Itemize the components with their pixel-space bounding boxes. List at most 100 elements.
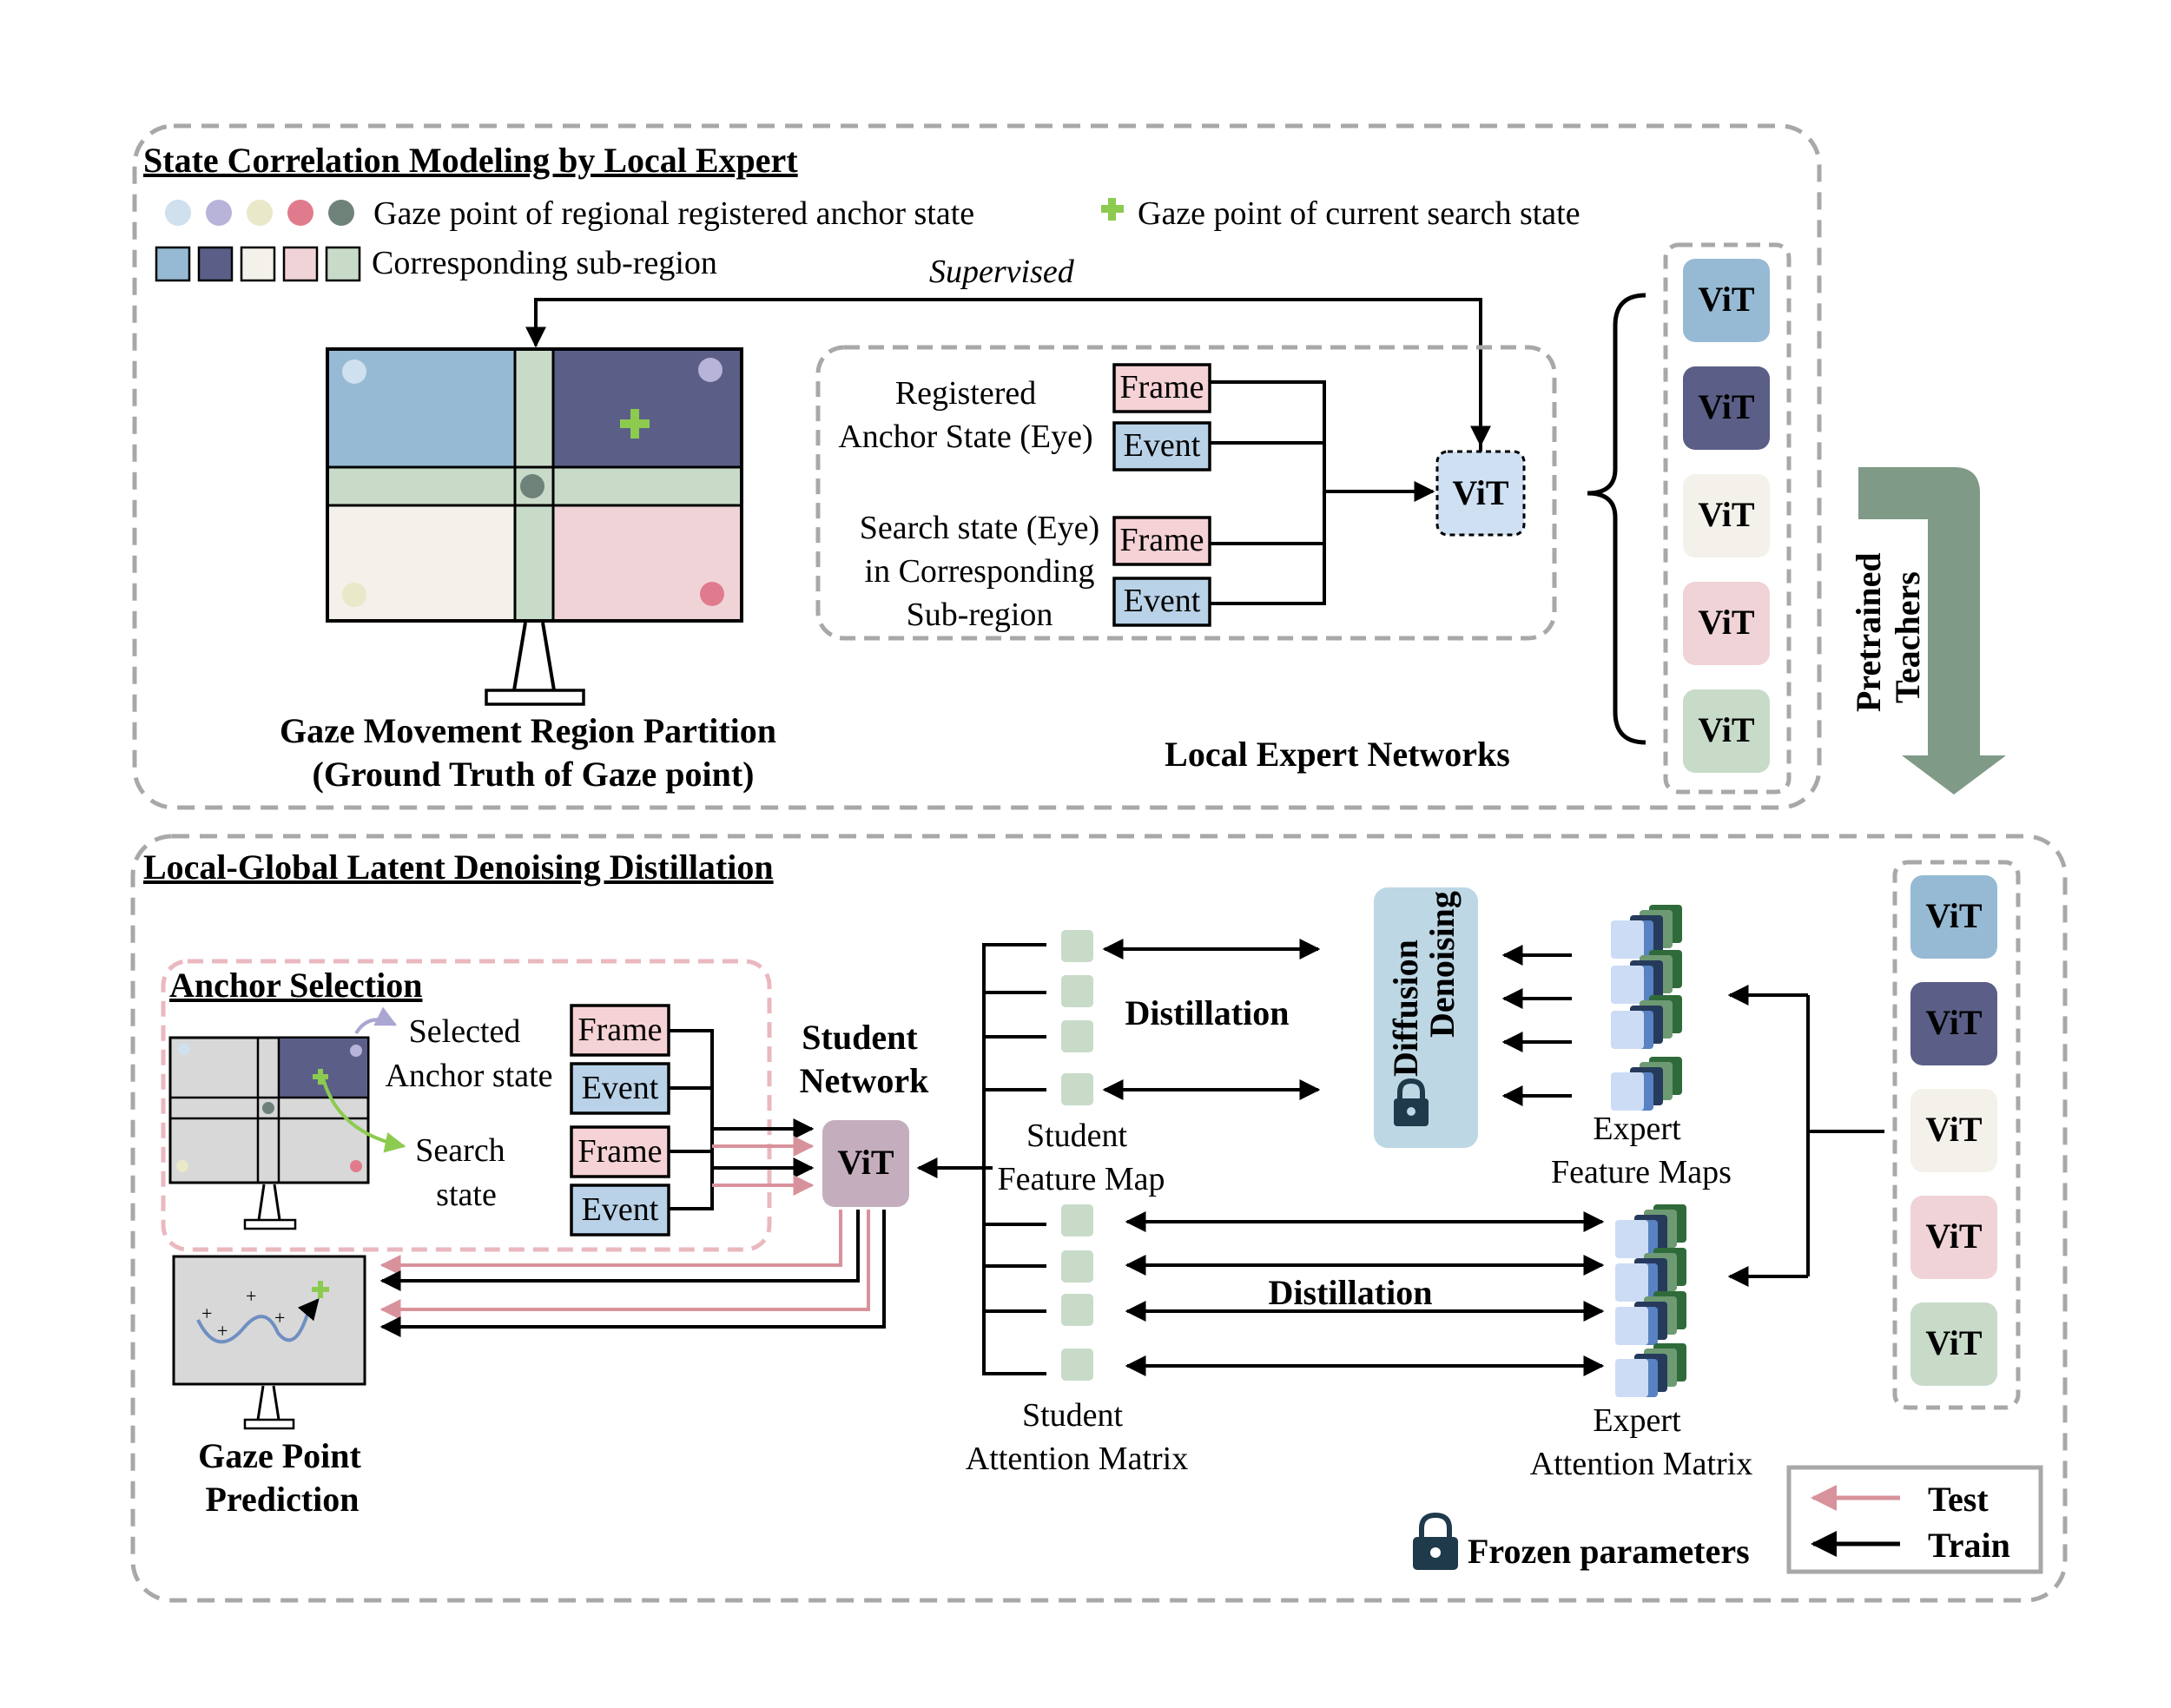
student-fm-label-2: Feature Map bbox=[997, 1161, 1165, 1197]
attention-distill-arrows bbox=[1125, 1211, 1605, 1376]
diffusion-label-2: Denoising bbox=[1422, 891, 1462, 1038]
teacher-vit-1-label: ViT bbox=[1698, 280, 1755, 319]
event-box-4 bbox=[570, 1184, 670, 1236]
student-am-label-2: Attention Matrix bbox=[966, 1441, 1188, 1477]
partition-caption-1: Gaze Movement Region Partition bbox=[280, 711, 776, 750]
anchor-gaze-legend bbox=[165, 200, 354, 226]
selected-curve-arrow bbox=[354, 1006, 398, 1035]
teacher-vit-6 bbox=[1910, 875, 1997, 959]
teacher-vit-2 bbox=[1683, 366, 1770, 450]
legend-subregion-text: Corresponding sub-region bbox=[372, 245, 717, 281]
student-network-label-2: Network bbox=[800, 1061, 930, 1100]
svg-text:+: + bbox=[274, 1307, 285, 1329]
teacher-vit-3 bbox=[1683, 474, 1770, 557]
legend-sq-pink bbox=[282, 246, 319, 282]
prediction-monitor: + + + + bbox=[172, 1255, 366, 1430]
pretrained-label-1: Pretrained bbox=[1849, 552, 1888, 712]
teacher-vit-8-label: ViT bbox=[1925, 1110, 1983, 1149]
legend-dot-pink bbox=[287, 200, 313, 226]
student-feature-squares bbox=[1061, 930, 1093, 1381]
frame-label-3: Frame bbox=[577, 1012, 662, 1048]
teacher-vit-6-label: ViT bbox=[1925, 896, 1983, 935]
small-monitor-anchor bbox=[168, 1036, 370, 1230]
student-vit-label: ViT bbox=[837, 1143, 894, 1182]
legend-sq-green bbox=[325, 246, 361, 282]
top-panel-title: State Correlation Modeling by Local Expe… bbox=[143, 141, 798, 180]
legend-dot-blue bbox=[165, 200, 191, 226]
svg-text:+: + bbox=[217, 1320, 228, 1342]
anchor-selection-title: Anchor Selection bbox=[169, 966, 422, 1005]
legend-sq-navy bbox=[197, 246, 234, 282]
local-expert-caption: Local Expert Networks bbox=[1165, 735, 1510, 774]
teacher-vit-7 bbox=[1910, 982, 1997, 1065]
teacher-vit-4 bbox=[1683, 582, 1770, 665]
teacher-column-border-2 bbox=[1892, 860, 2021, 1410]
registered-label-1: Registered bbox=[895, 375, 1037, 412]
distillation-label-2: Distillation bbox=[1269, 1273, 1433, 1312]
student-network-label-1: Student bbox=[802, 1018, 918, 1057]
merge-lines-top bbox=[1210, 380, 1326, 605]
teacher-vit-4-label: ViT bbox=[1698, 603, 1755, 642]
gaze-prediction-label-2: Prediction bbox=[205, 1480, 359, 1519]
search-label-2: in Corresponding bbox=[865, 553, 1095, 590]
plus-icon bbox=[620, 409, 650, 439]
frame-box-2 bbox=[1112, 516, 1211, 566]
expert-attention-stacks bbox=[1615, 1204, 1686, 1397]
selected-label-2: Anchor state bbox=[385, 1058, 552, 1094]
pretrained-big-arrow bbox=[1858, 467, 2006, 795]
test-label: Test bbox=[1928, 1480, 1989, 1519]
frame-box-1 bbox=[1112, 363, 1211, 413]
partition-caption-2: (Ground Truth of Gaze point) bbox=[313, 755, 755, 794]
frozen-label: Frozen parameters bbox=[1468, 1532, 1750, 1571]
search-curve-arrow bbox=[321, 1078, 406, 1153]
legend-anchor-gaze-text: Gaze point of regional registered anchor… bbox=[373, 195, 974, 232]
gaze-prediction-label-1: Gaze Point bbox=[198, 1436, 361, 1475]
expert-am-label-1: Expert bbox=[1593, 1402, 1681, 1439]
output-test-1 bbox=[379, 1210, 842, 1276]
event-label-4: Event bbox=[582, 1191, 659, 1228]
diffusion-box bbox=[1374, 887, 1478, 1148]
merge-lines-bottom bbox=[669, 1029, 714, 1210]
local-vit-label: ViT bbox=[1452, 473, 1509, 512]
expert-feature-stacks bbox=[1611, 905, 1682, 1111]
teachers-brace bbox=[1587, 293, 1646, 745]
event-label-2: Event bbox=[1124, 583, 1201, 619]
diffusion-input-arrows bbox=[1501, 945, 1572, 1106]
student-am-label-1: Student bbox=[1022, 1397, 1124, 1434]
expert-fm-label-1: Expert bbox=[1593, 1111, 1681, 1147]
student-fm-label-1: Student bbox=[1026, 1118, 1128, 1154]
output-train-1 bbox=[379, 1210, 860, 1291]
registered-label-2: Anchor State (Eye) bbox=[838, 419, 1092, 455]
legend-current-gaze-text: Gaze point of current search state bbox=[1138, 195, 1580, 232]
event-box-2 bbox=[1112, 577, 1211, 627]
local-expert-box bbox=[815, 345, 1557, 641]
lock-icon bbox=[1413, 1512, 1458, 1570]
diffusion-label-1: Diffusion bbox=[1386, 940, 1425, 1077]
train-label: Train bbox=[1928, 1526, 2010, 1565]
local-vit-box bbox=[1435, 450, 1526, 537]
teacher-vit-10-label: ViT bbox=[1925, 1323, 1983, 1362]
legend-dot-gray bbox=[328, 200, 354, 226]
pretrained-label-2: Teachers bbox=[1888, 571, 1927, 703]
search-label-1: Search state (Eye) bbox=[860, 510, 1099, 546]
teacher-vit-10 bbox=[1910, 1302, 1997, 1386]
distillation-label-1: Distillation bbox=[1125, 993, 1290, 1032]
anchor-selection-box bbox=[161, 959, 772, 1252]
teacher-column-border bbox=[1663, 242, 1792, 795]
teacher-vit-5 bbox=[1683, 689, 1770, 773]
teacher-vit-5-label: ViT bbox=[1698, 710, 1755, 749]
partition-monitor bbox=[326, 347, 743, 706]
legend-sq-blue bbox=[155, 246, 191, 282]
frame-label-1: Frame bbox=[1119, 369, 1204, 406]
frame-label-4: Frame bbox=[577, 1133, 662, 1170]
teacher-vit-8 bbox=[1910, 1089, 1997, 1172]
svg-text:+: + bbox=[201, 1302, 212, 1324]
legend-sq-cream bbox=[240, 246, 276, 282]
lock-icon bbox=[1394, 1078, 1429, 1126]
teacher-vit-7-label: ViT bbox=[1925, 1003, 1983, 1042]
search-label-3: Sub-region bbox=[907, 597, 1053, 633]
teacher-vit-3-label: ViT bbox=[1698, 495, 1755, 534]
teacher-connector bbox=[1806, 995, 1884, 1276]
plus-icon bbox=[1101, 198, 1124, 221]
